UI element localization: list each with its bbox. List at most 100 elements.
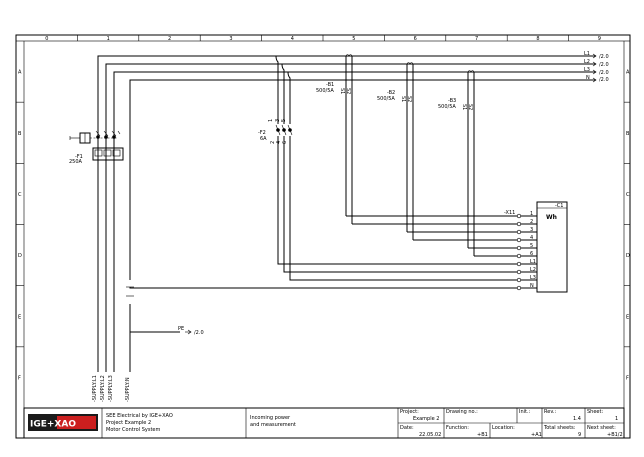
f1-main-switch: -F1 250A [69, 130, 124, 165]
x11-terminal-label: L3 [530, 275, 536, 281]
f2-term-6: 6 [282, 141, 288, 144]
b2-rating: 500/5A [377, 96, 395, 102]
function-label: Function: [446, 425, 469, 431]
x11-terminal [516, 229, 522, 235]
x11-terminal-label: 6 [530, 251, 533, 257]
pe-label: PE [178, 326, 184, 332]
b3-rating: 500/5A [438, 104, 456, 110]
company-line-1: SEE Electrical by IGE+XAO [106, 413, 173, 419]
rev-value: 1.4 [573, 416, 581, 422]
b2-tag: -B2 [387, 90, 395, 96]
row-label: D [18, 253, 22, 259]
supply-label-l1: -SUPPLY:L1 [92, 375, 98, 402]
project-value: Example 2 [413, 416, 439, 422]
f2-term-3: 3 [275, 119, 281, 122]
x11-terminal-label: N [530, 283, 534, 289]
x11-terminal [516, 253, 522, 259]
supply-label-l2: -SUPPLY:L2 [100, 375, 106, 402]
x11-terminal-label: L1 [530, 259, 536, 265]
f2-term-1: 1 [268, 119, 274, 122]
f2-rating: 6A [260, 136, 267, 142]
column-label: 0 [45, 36, 48, 42]
next-sheet-value: +B1/2 [607, 432, 623, 438]
bus-labels: L1 L2 L3 N /2.0 /2.0 /2.0 /2.0 [584, 51, 609, 83]
bus-label-l3: L3 [584, 67, 590, 73]
company-line-2: Project Example 2 [106, 420, 151, 426]
x11-terminal [516, 237, 522, 243]
x11-terminal-label: 2 [530, 219, 533, 225]
column-label: 8 [536, 36, 539, 42]
row-label-right: F [626, 375, 629, 381]
column-label: 1 [107, 36, 110, 42]
project-label: Project: [400, 409, 419, 415]
x11-terminal-label: 5 [530, 243, 533, 249]
b3-s2: S2 [467, 104, 473, 110]
f1-rating: 250A [69, 159, 83, 165]
description-line-1: Incoming power [250, 415, 291, 421]
x11-terminal [516, 269, 522, 275]
description-line-2: and measurement [250, 422, 296, 428]
supply-label-n: -SUPPLY:N [125, 377, 131, 402]
x11-terminal [516, 221, 522, 227]
b1-tag: -B1 [326, 82, 334, 88]
b2-s1: S1 [400, 96, 406, 102]
b2-s2: S2 [406, 96, 412, 102]
total-sheets-value: 9 [578, 432, 581, 438]
next-sheet-label: Next sheet: [587, 425, 616, 431]
x11-terminal-label: 3 [530, 227, 533, 233]
x11-terminal [516, 285, 522, 291]
date-value: 22.05.02 [419, 432, 441, 438]
company-logo: IGE+XAO [28, 414, 98, 431]
function-value: +B1 [477, 432, 488, 438]
x11-terminal-label: L2 [530, 267, 536, 273]
current-transformers [345, 54, 475, 256]
column-label: 9 [598, 36, 601, 42]
bus-ref-n: /2.0 [599, 77, 609, 83]
column-label: 4 [291, 36, 294, 42]
ct-labels: -B1 500/5A S1 S2 -B2 500/5A S1 S2 -B3 50… [316, 82, 473, 110]
x11-terminal [516, 277, 522, 283]
logo-text: IGE+XAO [30, 420, 76, 430]
row-label: C [18, 192, 22, 198]
b1-s2: S2 [345, 88, 351, 94]
bus-label-n: N [586, 75, 590, 81]
f2-fuse-branch: -F2 6A 1 3 5 2 4 6 [129, 55, 517, 289]
bus-label-l2: L2 [584, 59, 590, 65]
b3-s1: S1 [461, 104, 467, 110]
row-label-right: D [626, 253, 630, 259]
x11-tag: -X11 [504, 210, 515, 216]
bus-ref-l1: /2.0 [599, 54, 609, 60]
x11-terminal [516, 213, 522, 219]
f2-term-4: 4 [276, 141, 282, 144]
location-value: +A1 [531, 432, 542, 438]
sheet-value: 1 [615, 416, 618, 422]
x11-terminal [516, 261, 522, 267]
busbars [97, 53, 597, 280]
x11-terminal [516, 245, 522, 251]
row-label-right: C [626, 192, 630, 198]
f2-term-2: 2 [270, 141, 276, 144]
title-block: IGE+XAO SEE Electrical by IGE+XAO Projec… [23, 407, 625, 439]
x11-terminal-label: 1 [530, 211, 533, 217]
row-label: E [18, 314, 21, 320]
drawing-no-label: Drawing no.: [446, 409, 478, 415]
column-label: 3 [229, 36, 232, 42]
date-label: Date: [400, 425, 414, 431]
row-label-right: A [626, 70, 630, 76]
x11-terminal-label: 4 [530, 235, 533, 241]
init-label: Init.: [519, 409, 531, 415]
column-label: 7 [475, 36, 478, 42]
f1-tag: -F1 [75, 154, 83, 160]
sheet-label: Sheet: [587, 409, 603, 415]
pe-ref: /2.0 [194, 330, 204, 336]
f2-tag: -F2 [258, 130, 266, 136]
column-label: 2 [168, 36, 171, 42]
bus-ref-l3: /2.0 [599, 70, 609, 76]
f1-trip-unit [92, 147, 124, 161]
rev-label: Rev.: [544, 409, 556, 415]
b3-tag: -B3 [448, 98, 456, 104]
